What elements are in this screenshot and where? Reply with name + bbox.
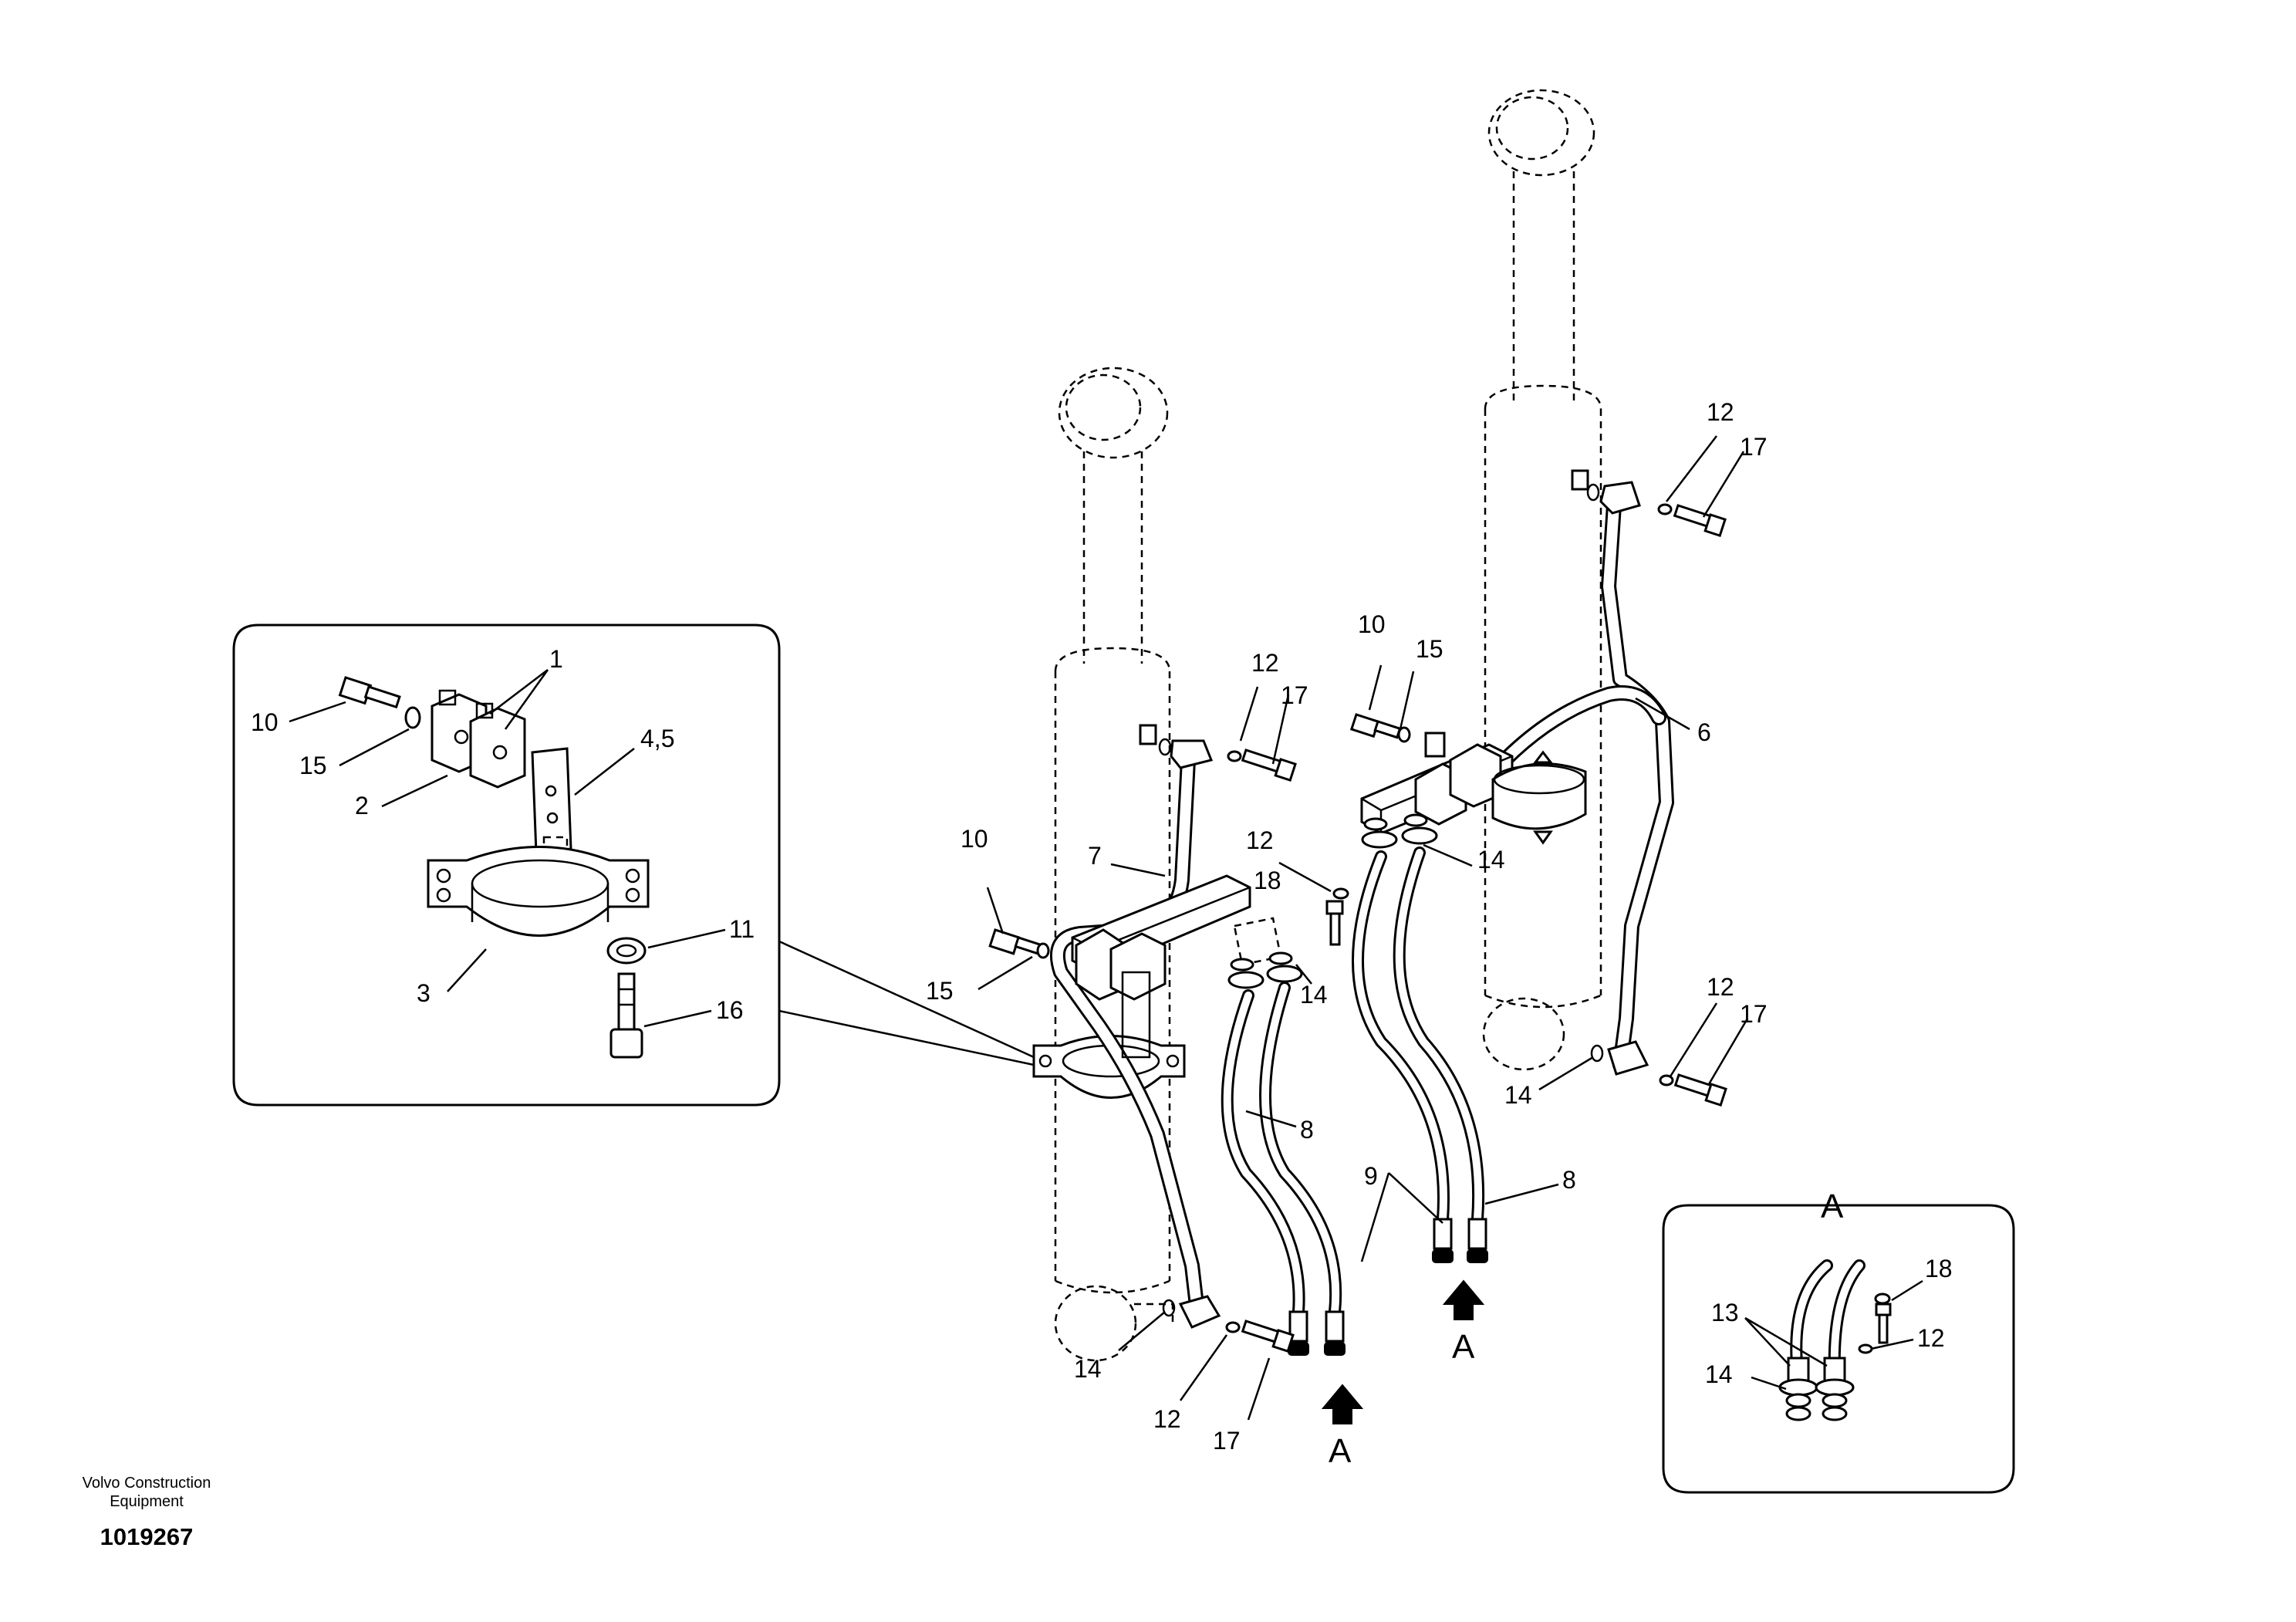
label-17-lower-right: 17 — [1740, 1000, 1768, 1028]
label-14-view-a: 14 — [1705, 1360, 1733, 1388]
inset-plate-4-5 — [531, 747, 572, 862]
label-6: 6 — [1697, 718, 1711, 746]
right-distribution-block — [1360, 732, 1514, 835]
view-arrow-left — [1321, 1384, 1364, 1424]
left-cylinder-clamp — [1032, 1035, 1186, 1099]
company-name-line2: Equipment — [110, 1493, 184, 1510]
view-a-inset — [1662, 1204, 2015, 1494]
drawing-number: 1019267 — [100, 1523, 194, 1550]
label-1: 1 — [549, 645, 563, 673]
left-distribution-block — [1071, 874, 1282, 1059]
right-lower-flange — [1590, 1040, 1649, 1076]
label-17-upper-right: 17 — [1740, 433, 1768, 461]
label-8-right: 8 — [1562, 1166, 1576, 1194]
bolt-10-right — [1349, 713, 1411, 743]
label-10-inset: 10 — [251, 708, 279, 736]
pipe-6 — [1466, 498, 1674, 1073]
inset-bolt-10 — [338, 676, 401, 709]
view-a-marker-right: A — [1452, 1328, 1475, 1366]
view-arrow-right — [1442, 1279, 1485, 1320]
label-12-upper-right: 12 — [1707, 398, 1734, 426]
label-7: 7 — [1088, 842, 1102, 870]
label-13-view-a: 13 — [1711, 1299, 1739, 1326]
label-14-right: 14 — [1477, 846, 1505, 874]
label-12-view-a: 12 — [1917, 1324, 1945, 1352]
label-17-lower-left: 17 — [1213, 1427, 1241, 1455]
bolt-18-main — [1325, 887, 1349, 946]
label-14-left: 14 — [1300, 981, 1328, 1009]
right-boom-cylinder — [1482, 89, 1602, 1071]
hose-pair-right — [1352, 813, 1488, 1263]
label-17-upper-left: 17 — [1281, 681, 1308, 709]
label-10-left: 10 — [961, 825, 988, 853]
label-14-lower-right: 14 — [1504, 1081, 1532, 1109]
label-11: 11 — [729, 915, 755, 943]
bolt-17-lower-left — [1225, 1320, 1295, 1353]
callout-labels: 1 10 15 2 4,5 11 3 16 12 17 7 10 15 12 1… — [251, 398, 1953, 1470]
inset-bolt-16 — [609, 972, 643, 1059]
label-14-lower-left: 14 — [1074, 1355, 1102, 1383]
label-4-5: 4,5 — [640, 725, 674, 752]
view-a-inset-title: A — [1821, 1188, 1844, 1225]
label-3: 3 — [417, 979, 430, 1007]
label-16: 16 — [716, 996, 744, 1024]
bolt-10-left — [988, 928, 1050, 959]
bolt-17-upper-left — [1227, 748, 1297, 782]
left-lower-flange — [1162, 1295, 1221, 1329]
view-a-marker-left: A — [1329, 1432, 1352, 1470]
label-10-right: 10 — [1358, 610, 1386, 638]
label-8-left: 8 — [1300, 1116, 1314, 1144]
label-2: 2 — [355, 792, 369, 819]
label-15-right: 15 — [1416, 635, 1443, 663]
label-12-upper-left: 12 — [1251, 649, 1279, 677]
inset-clamp-halves — [430, 689, 526, 789]
inset-washer-11 — [606, 937, 647, 965]
label-9: 9 — [1364, 1162, 1378, 1190]
label-15-left: 15 — [926, 977, 954, 1005]
inset-washer-15 — [404, 706, 421, 729]
label-15-inset: 15 — [299, 752, 327, 779]
clamp-detail-inset — [232, 623, 1035, 1107]
label-18-view-a: 18 — [1925, 1255, 1953, 1282]
footer-block: Volvo Construction Equipment 1019267 — [83, 1475, 211, 1550]
company-name-line1: Volvo Construction — [83, 1475, 211, 1492]
inset-band-clamp-3 — [427, 846, 650, 937]
label-12-lower-left: 12 — [1153, 1405, 1181, 1433]
hose-pair-left — [1221, 951, 1346, 1356]
right-upper-flange — [1571, 469, 1641, 515]
label-18-main: 18 — [1254, 867, 1281, 894]
label-12-lower-right: 12 — [1707, 973, 1734, 1001]
bolt-17-lower-right — [1659, 1073, 1727, 1107]
right-cylinder-clamp — [1491, 750, 1587, 845]
leader-lines — [289, 435, 1923, 1421]
label-12-mid: 12 — [1246, 826, 1274, 854]
bolt-17-upper-right — [1657, 503, 1727, 537]
left-upper-flange — [1139, 724, 1214, 769]
